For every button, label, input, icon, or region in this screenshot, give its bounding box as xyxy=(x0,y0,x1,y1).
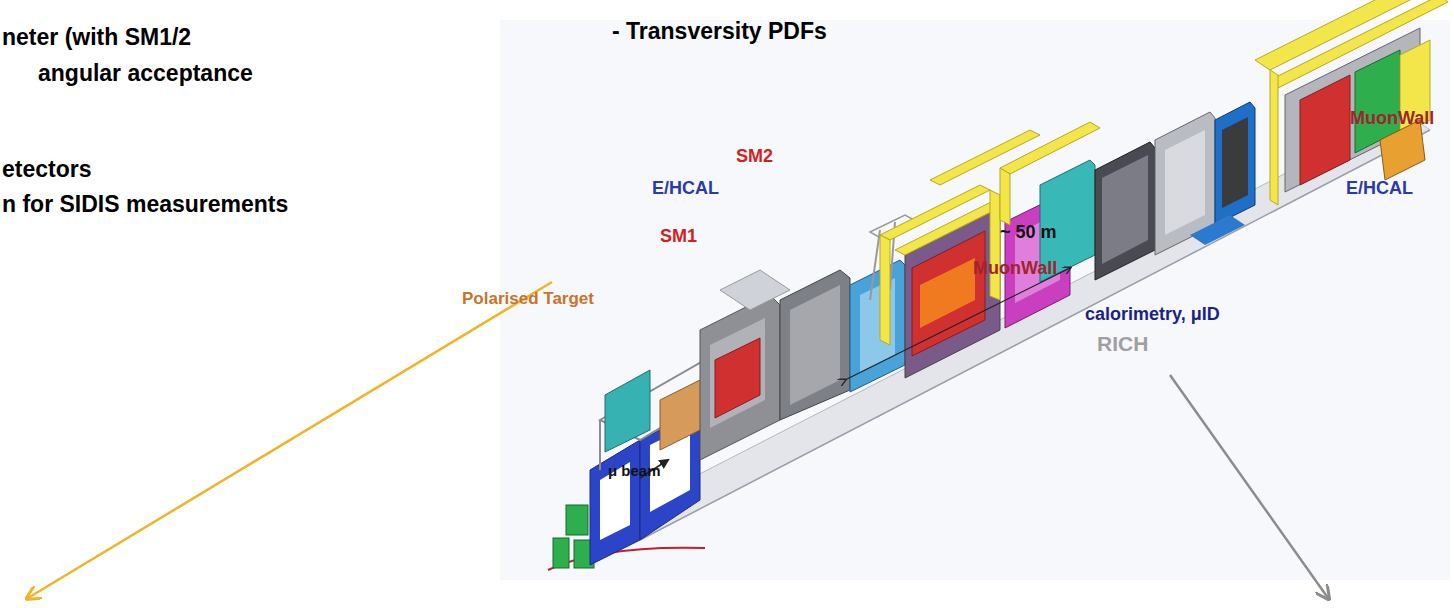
sm1-magnet xyxy=(790,285,840,405)
hcal2 xyxy=(1215,102,1255,225)
part-name: RICH xyxy=(1097,332,1148,356)
beam-label: μ beam xyxy=(608,462,661,479)
slide-text: n for SIDIS measurements xyxy=(2,191,288,217)
sm1-magnet xyxy=(710,318,765,428)
callout-arrows xyxy=(1170,375,1328,598)
beam-curve xyxy=(548,548,705,570)
part-name: MuonWall xyxy=(973,258,1057,279)
muon-wall-2 xyxy=(1300,75,1350,185)
sm2-magnet xyxy=(912,231,985,356)
large-trackers xyxy=(1000,122,1155,328)
slide-text: neter (with SM1/2 xyxy=(2,24,191,50)
large-trackers xyxy=(1102,155,1148,264)
large-trackers xyxy=(1095,142,1155,280)
part-name: SM1 xyxy=(660,226,697,247)
target-frame xyxy=(605,370,650,452)
hcal2 xyxy=(1190,215,1245,245)
callout-arrows xyxy=(28,282,1328,598)
beam-telescope xyxy=(566,505,588,535)
part-name: SM2 xyxy=(736,146,773,167)
sm1-magnet xyxy=(700,295,780,460)
hcal2 xyxy=(1155,102,1255,255)
target-frame xyxy=(590,440,640,565)
beam-curve xyxy=(548,548,705,570)
hcal2 xyxy=(1222,117,1248,208)
dimension-line xyxy=(845,268,1070,380)
sm2-magnet xyxy=(990,190,1000,300)
hcal1 xyxy=(870,230,880,300)
beam-telescope xyxy=(553,538,569,568)
target-frame xyxy=(599,420,601,470)
part-name: E/HCAL xyxy=(1346,178,1413,199)
sm1-magnet xyxy=(720,270,790,310)
hcal2 xyxy=(1165,130,1205,235)
part-name: MuonWall xyxy=(1350,108,1434,129)
large-trackers xyxy=(1000,168,1010,225)
dimension-label: ~ 50 m xyxy=(1000,222,1057,243)
slide-text: angular acceptance xyxy=(38,60,253,86)
sm2-magnet xyxy=(895,200,1005,255)
background-haze xyxy=(500,20,1450,580)
sm1-magnet xyxy=(700,270,850,460)
muon-wall-2 xyxy=(1380,120,1425,180)
sm2-magnet xyxy=(920,258,975,328)
slide-text: etectors xyxy=(2,156,91,182)
part-name: calorimetry, μID xyxy=(1085,304,1220,325)
slide-text: - Transversity PDFs xyxy=(612,18,827,44)
part-name: E/HCAL xyxy=(652,178,719,199)
hcal1 xyxy=(850,260,905,392)
sm2-magnet xyxy=(880,235,890,345)
dimension-line xyxy=(845,268,1070,380)
floor-rail xyxy=(640,130,1430,540)
background-haze xyxy=(500,20,1450,580)
sm2-magnet xyxy=(905,212,1000,378)
muon-wall-2 xyxy=(1270,70,1278,205)
sm1-magnet xyxy=(780,270,850,420)
sm1-magnet xyxy=(715,338,760,418)
part-name: Polarised Target xyxy=(462,289,594,309)
large-trackers xyxy=(1000,122,1100,174)
muon-wall-2 xyxy=(1255,0,1448,205)
callout-arrows xyxy=(28,282,552,598)
